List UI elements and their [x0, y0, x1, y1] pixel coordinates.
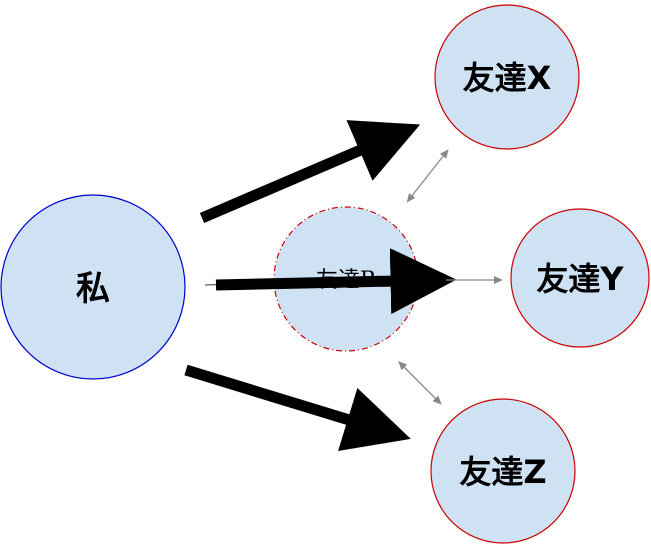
node-me-circle	[0, 194, 186, 380]
arrow-me-to-y	[215, 248, 457, 315]
node-friend-y-circle	[510, 208, 650, 348]
node-friend-x: 友達X	[434, 4, 580, 150]
node-me-label: 私	[76, 269, 110, 309]
small-arrow-b-x	[406, 149, 449, 203]
node-me: 私	[0, 194, 186, 380]
small-arrow-b-z	[398, 361, 442, 405]
arrow-me-to-z	[184, 364, 411, 452]
node-friend-x-circle	[434, 4, 580, 150]
node-friend-z: 友達Z	[430, 398, 576, 544]
arrow-me-to-x	[199, 120, 421, 224]
node-friend-z-circle	[430, 398, 576, 544]
node-friend-y-label: 友達Y	[536, 260, 624, 298]
node-friend-x-label: 友達X	[463, 59, 552, 97]
node-friend-y: 友達Y	[510, 208, 650, 348]
node-friend-z-label: 友達Z	[459, 453, 546, 491]
